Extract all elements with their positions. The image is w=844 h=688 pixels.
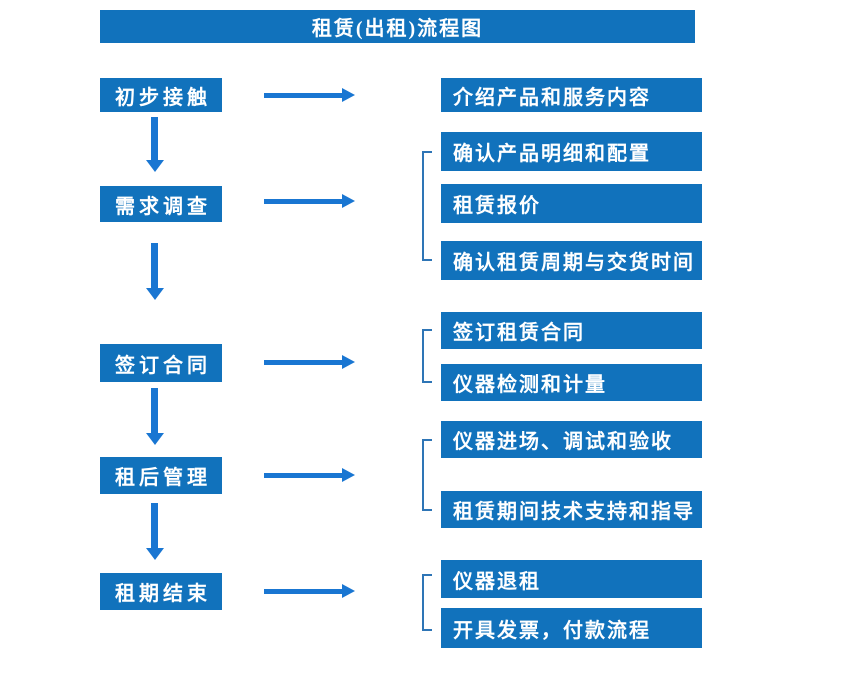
right-arrow-3	[264, 355, 355, 369]
arrow-head-icon	[342, 355, 355, 369]
down-arrow-1	[146, 117, 164, 172]
arrow-shaft	[151, 117, 158, 161]
arrow-head-icon	[146, 288, 164, 300]
right-arrow-5	[264, 584, 355, 598]
detail-box-intro-products: 介绍产品和服务内容	[441, 78, 702, 112]
arrow-shaft	[264, 199, 343, 204]
detail-box-sign-rental-contract: 签订租赁合同	[441, 312, 702, 349]
group-bracket-demand-survey	[422, 151, 432, 261]
arrow-shaft	[264, 473, 343, 478]
right-arrow-4	[264, 468, 355, 482]
down-arrow-2	[146, 243, 164, 300]
detail-box-tech-support: 租赁期间技术支持和指导	[441, 491, 702, 528]
group-bracket-post-rental	[422, 439, 432, 511]
step-box-rental-end: 租期结束	[100, 573, 222, 610]
arrow-shaft	[264, 93, 343, 98]
arrow-head-icon	[342, 584, 355, 598]
detail-box-instrument-testing: 仪器检测和计量	[441, 364, 702, 401]
detail-box-confirm-config: 确认产品明细和配置	[441, 132, 702, 171]
step-box-initial-contact: 初步接触	[100, 78, 222, 112]
right-arrow-1	[264, 88, 355, 102]
down-arrow-4	[146, 503, 164, 560]
arrow-head-icon	[342, 194, 355, 208]
detail-box-instrument-return: 仪器退租	[441, 560, 702, 598]
arrow-shaft	[151, 503, 158, 549]
step-box-sign-contract: 签订合同	[100, 344, 222, 382]
arrow-shaft	[264, 360, 343, 365]
flowchart-title: 租赁(出租)流程图	[100, 10, 695, 43]
arrow-shaft	[264, 589, 343, 594]
step-box-post-rental: 租后管理	[100, 457, 222, 494]
down-arrow-3	[146, 388, 164, 445]
detail-box-rental-quote: 租赁报价	[441, 184, 702, 223]
arrow-head-icon	[342, 468, 355, 482]
detail-box-confirm-period: 确认租赁周期与交货时间	[441, 241, 702, 280]
group-bracket-rental-end	[422, 574, 432, 631]
arrow-shaft	[151, 388, 158, 434]
arrow-head-icon	[146, 433, 164, 445]
arrow-shaft	[151, 243, 158, 289]
step-box-demand-survey: 需求调查	[100, 186, 222, 222]
detail-box-instrument-setup: 仪器进场、调试和验收	[441, 421, 702, 458]
arrow-head-icon	[146, 160, 164, 172]
right-arrow-2	[264, 194, 355, 208]
arrow-head-icon	[146, 548, 164, 560]
group-bracket-sign-contract	[422, 329, 432, 383]
detail-box-invoice-payment: 开具发票，付款流程	[441, 608, 702, 648]
arrow-head-icon	[342, 88, 355, 102]
